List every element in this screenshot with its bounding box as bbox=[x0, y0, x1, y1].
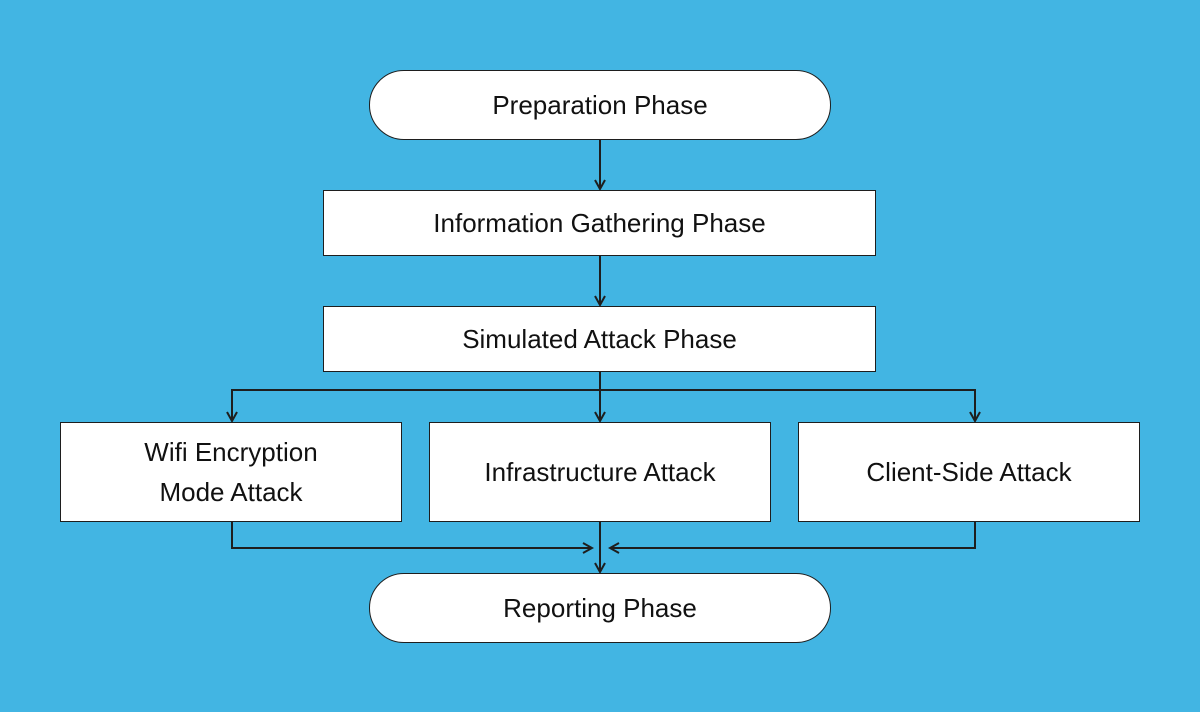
arrow-wifi-to-reporting bbox=[231, 522, 592, 548]
arrow-simulated-to-client-side bbox=[600, 389, 975, 421]
wifi-encryption-mode-attack-node: Wifi Encryption Mode Attack bbox=[60, 422, 402, 522]
wifi-attack-label-line1: Wifi Encryption bbox=[144, 437, 318, 467]
preparation-phase-node: Preparation Phase bbox=[369, 70, 831, 140]
reporting-phase-node: Reporting Phase bbox=[369, 573, 831, 643]
client-side-attack-label: Client-Side Attack bbox=[866, 457, 1072, 487]
infrastructure-attack-label: Infrastructure Attack bbox=[484, 457, 716, 487]
wifi-attack-label-line2: Mode Attack bbox=[159, 477, 303, 507]
preparation-phase-label: Preparation Phase bbox=[492, 90, 708, 120]
reporting-phase-label: Reporting Phase bbox=[503, 593, 697, 623]
information-gathering-phase-node: Information Gathering Phase bbox=[323, 190, 876, 256]
simulated-attack-phase-node: Simulated Attack Phase bbox=[323, 306, 876, 372]
arrow-client-side-to-reporting bbox=[610, 522, 976, 548]
arrow-simulated-to-wifi bbox=[232, 389, 600, 421]
simulated-attack-phase-label: Simulated Attack Phase bbox=[462, 324, 737, 354]
client-side-attack-node: Client-Side Attack bbox=[798, 422, 1140, 522]
infrastructure-attack-node: Infrastructure Attack bbox=[429, 422, 771, 522]
information-gathering-phase-label: Information Gathering Phase bbox=[433, 208, 766, 238]
